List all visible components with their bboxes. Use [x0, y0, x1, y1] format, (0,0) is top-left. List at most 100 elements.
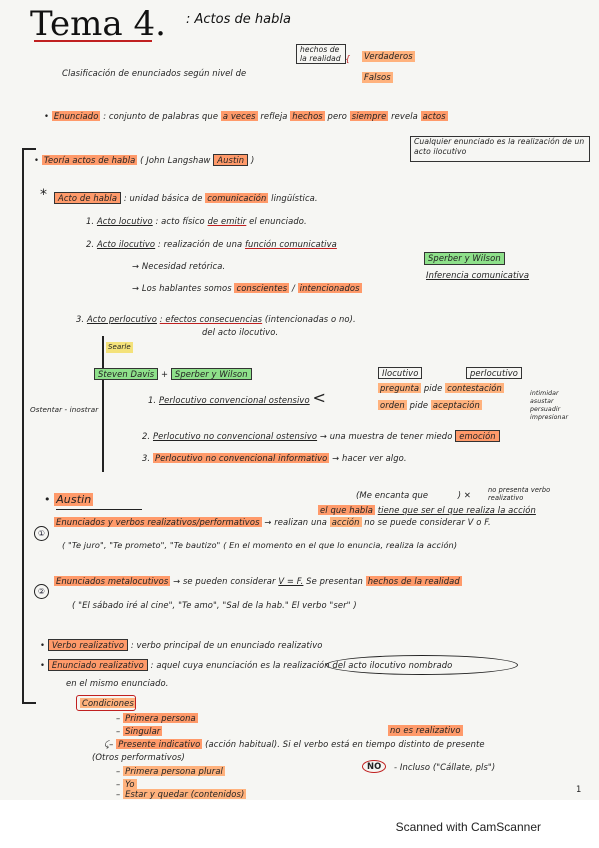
main-bracket [22, 148, 24, 702]
incluso-line: - Incluso ("Cállate, pls") [394, 762, 495, 773]
a-veces: a veces [220, 111, 258, 121]
emocion-4: impresionar [530, 414, 569, 421]
scanner-watermark: Scanned with CamScanner [395, 820, 541, 834]
p3-line: 3. Perlocutivo no convencional informati… [142, 453, 407, 464]
falsos-label: Falsos [362, 72, 393, 83]
ilocutivo-dash2: → Los hablantes somos [132, 283, 232, 293]
locutivo-label: Acto locutivo [96, 216, 153, 226]
intencionados: intencionados [297, 283, 362, 293]
perlocutivo-num: 3. [76, 314, 85, 324]
ilocutivo-label: Acto ilocutivo [96, 239, 156, 249]
sperber-box: Sperber y Wilson [424, 252, 505, 265]
p1-text: Perlocutivo convencional ostensivo [158, 395, 310, 405]
searle: Searle [106, 342, 133, 353]
metalocutivos-label: Enunciados metalocutivos [54, 576, 171, 586]
acto-star: * [40, 187, 48, 203]
condiciones-wrap: Condiciones [80, 698, 136, 709]
locutivo-num: 1. [86, 216, 95, 226]
incluso-ejemplo: ("Cállate, pls") [432, 762, 496, 772]
austin-note1-text: (Me encanta que [356, 490, 429, 500]
verdaderos-label: Verdaderos [362, 51, 415, 62]
locutivo-emitir: de emitir [207, 216, 247, 226]
otros-1: – Primera persona plural [116, 766, 225, 776]
orden: orden [378, 400, 407, 410]
p3-text: Perlocutivo no convencional informativo [152, 453, 330, 463]
aceptacion: aceptación [430, 400, 482, 410]
teoria-austin: Austin [213, 154, 249, 166]
otros-3-text: Estar y quedar (contenidos) [123, 789, 247, 799]
austin-heading: • Austin [44, 493, 94, 506]
emociones-list: intimidar asustar persuadir impresionar [530, 390, 568, 422]
p1-line: 1. Perlocutivo convencional ostensivo < [148, 390, 326, 406]
ilocutivo-text: : realización de una [157, 239, 243, 249]
p3-num: 3. [142, 453, 151, 463]
cond-1-text: Primera persona [123, 713, 198, 723]
plus: + [161, 369, 169, 379]
p1-num: 1. [148, 395, 157, 405]
hechos-realidad: hechos de la realidad [365, 576, 462, 586]
p3-arrow: → hacer ver algo. [332, 453, 407, 463]
que-habla: el que habla [318, 505, 375, 515]
cond-3-text: Presente indicativo [116, 739, 203, 749]
emocion-1: intimidar [530, 390, 559, 397]
ilocutivo-num: 2. [86, 239, 95, 249]
locutivo-text2: el enunciado. [249, 216, 307, 226]
realizativos-label: Enunciados y verbos realizativos/perform… [54, 517, 262, 527]
p1-brace: < [312, 388, 326, 407]
comunicacion: comunicación [205, 193, 269, 203]
nota-box: Cualquier enunciado es la realización de… [410, 136, 590, 162]
ejemplos-2: ( "El sábado iré al cine", "Te amo", "Sa… [72, 600, 357, 610]
perlocutivo-text: (intencionadas o no). [264, 314, 356, 324]
verbo-line: • Verbo realizativo : verbo principal de… [40, 639, 323, 651]
enunciado-text4: revela [391, 111, 418, 121]
incluso: - Incluso [394, 762, 431, 772]
p2-arrow: → una muestra de tener miedo [319, 431, 453, 441]
ilocutivo-head: Ilocutivo [378, 367, 423, 379]
metalocutivos-arrow: → se pueden considerar [173, 576, 276, 586]
main-bracket-bottom [22, 702, 36, 704]
page-title: Tema 4. [30, 4, 166, 44]
emocion-3: persuadir [530, 406, 561, 413]
p2-text: Perlocutivo no convencional ostensivo [152, 431, 318, 441]
cond-2-text: Singular [123, 726, 163, 736]
page-subtitle: : Actos de habla [186, 12, 291, 27]
austin-note1-x: ) ✕ [457, 490, 471, 500]
perlocutivo-label: Acto perlocutivo [86, 314, 157, 324]
sperber-box-2: Sperber y Wilson [170, 368, 252, 380]
notebook-page: Tema 4. : Actos de habla Clasificación d… [0, 0, 599, 800]
clasificacion-text: Clasificación de enunciados según nivel … [62, 68, 247, 78]
verbo-text: : verbo principal de un enunciado realiz… [130, 640, 323, 650]
perlocutivo-head: perlocutivo [465, 367, 523, 379]
otros: (Otros performativos) [92, 752, 185, 762]
perlocutivo-text2: del acto ilocutivo. [202, 327, 279, 337]
ostentar: Ostentar - inostrar [30, 405, 99, 414]
teoria-authors: ( John Langshaw [140, 155, 211, 165]
enunciado-label: Enunciado [51, 111, 101, 121]
verbo-text3: en el mismo enunciado. [66, 678, 169, 688]
perlocutivo-line: 3. Acto perlocutivo : efectos consecuenc… [76, 314, 356, 325]
cond-3b-text: (acción habitual). Si el verbo está en t… [205, 739, 485, 749]
circle-1: ① [34, 526, 49, 541]
pide-2: pide [409, 400, 429, 410]
acto-habla-text: : unidad básica de [123, 193, 203, 203]
cond-3: ⤹– Presente indicativo (acción habitual)… [104, 739, 485, 749]
circle-2: ② [34, 584, 49, 599]
inferencia: Inferencia comunicativa [426, 270, 530, 280]
ejemplos-1: ( "Te juro", "Te prometo", "Te bautizo" … [62, 540, 458, 550]
realidad-box: hechos de la realidad [296, 44, 346, 64]
ilocutivo-dash2-line: → Los hablantes somos conscientes / inte… [132, 283, 362, 293]
tiene-line: el que habla tiene que ser el que realiz… [318, 505, 536, 516]
metalocutivos-line: Enunciados metalocutivos → se pueden con… [54, 576, 462, 587]
pregunta: pregunta [378, 383, 422, 393]
otros-1-text: Primera persona plural [123, 766, 225, 776]
clasificacion-arrow: { [345, 54, 351, 64]
ilocutivo-col: Ilocutivo perlocutivo [378, 367, 523, 379]
austin-note1: (Me encanta que ) ✕ [356, 490, 471, 501]
otros-2-text: Yo [123, 779, 137, 789]
ilocutivo-dash1: → Necesidad retórica. [132, 261, 226, 271]
enunciado-line: • Enunciado : conjunto de palabras que a… [44, 111, 448, 121]
contestacion: contestación [445, 383, 504, 393]
teoria-label: Teoría actos de habla [41, 155, 138, 165]
actos: actos [420, 111, 448, 121]
emocion-2: asustar [530, 398, 554, 405]
